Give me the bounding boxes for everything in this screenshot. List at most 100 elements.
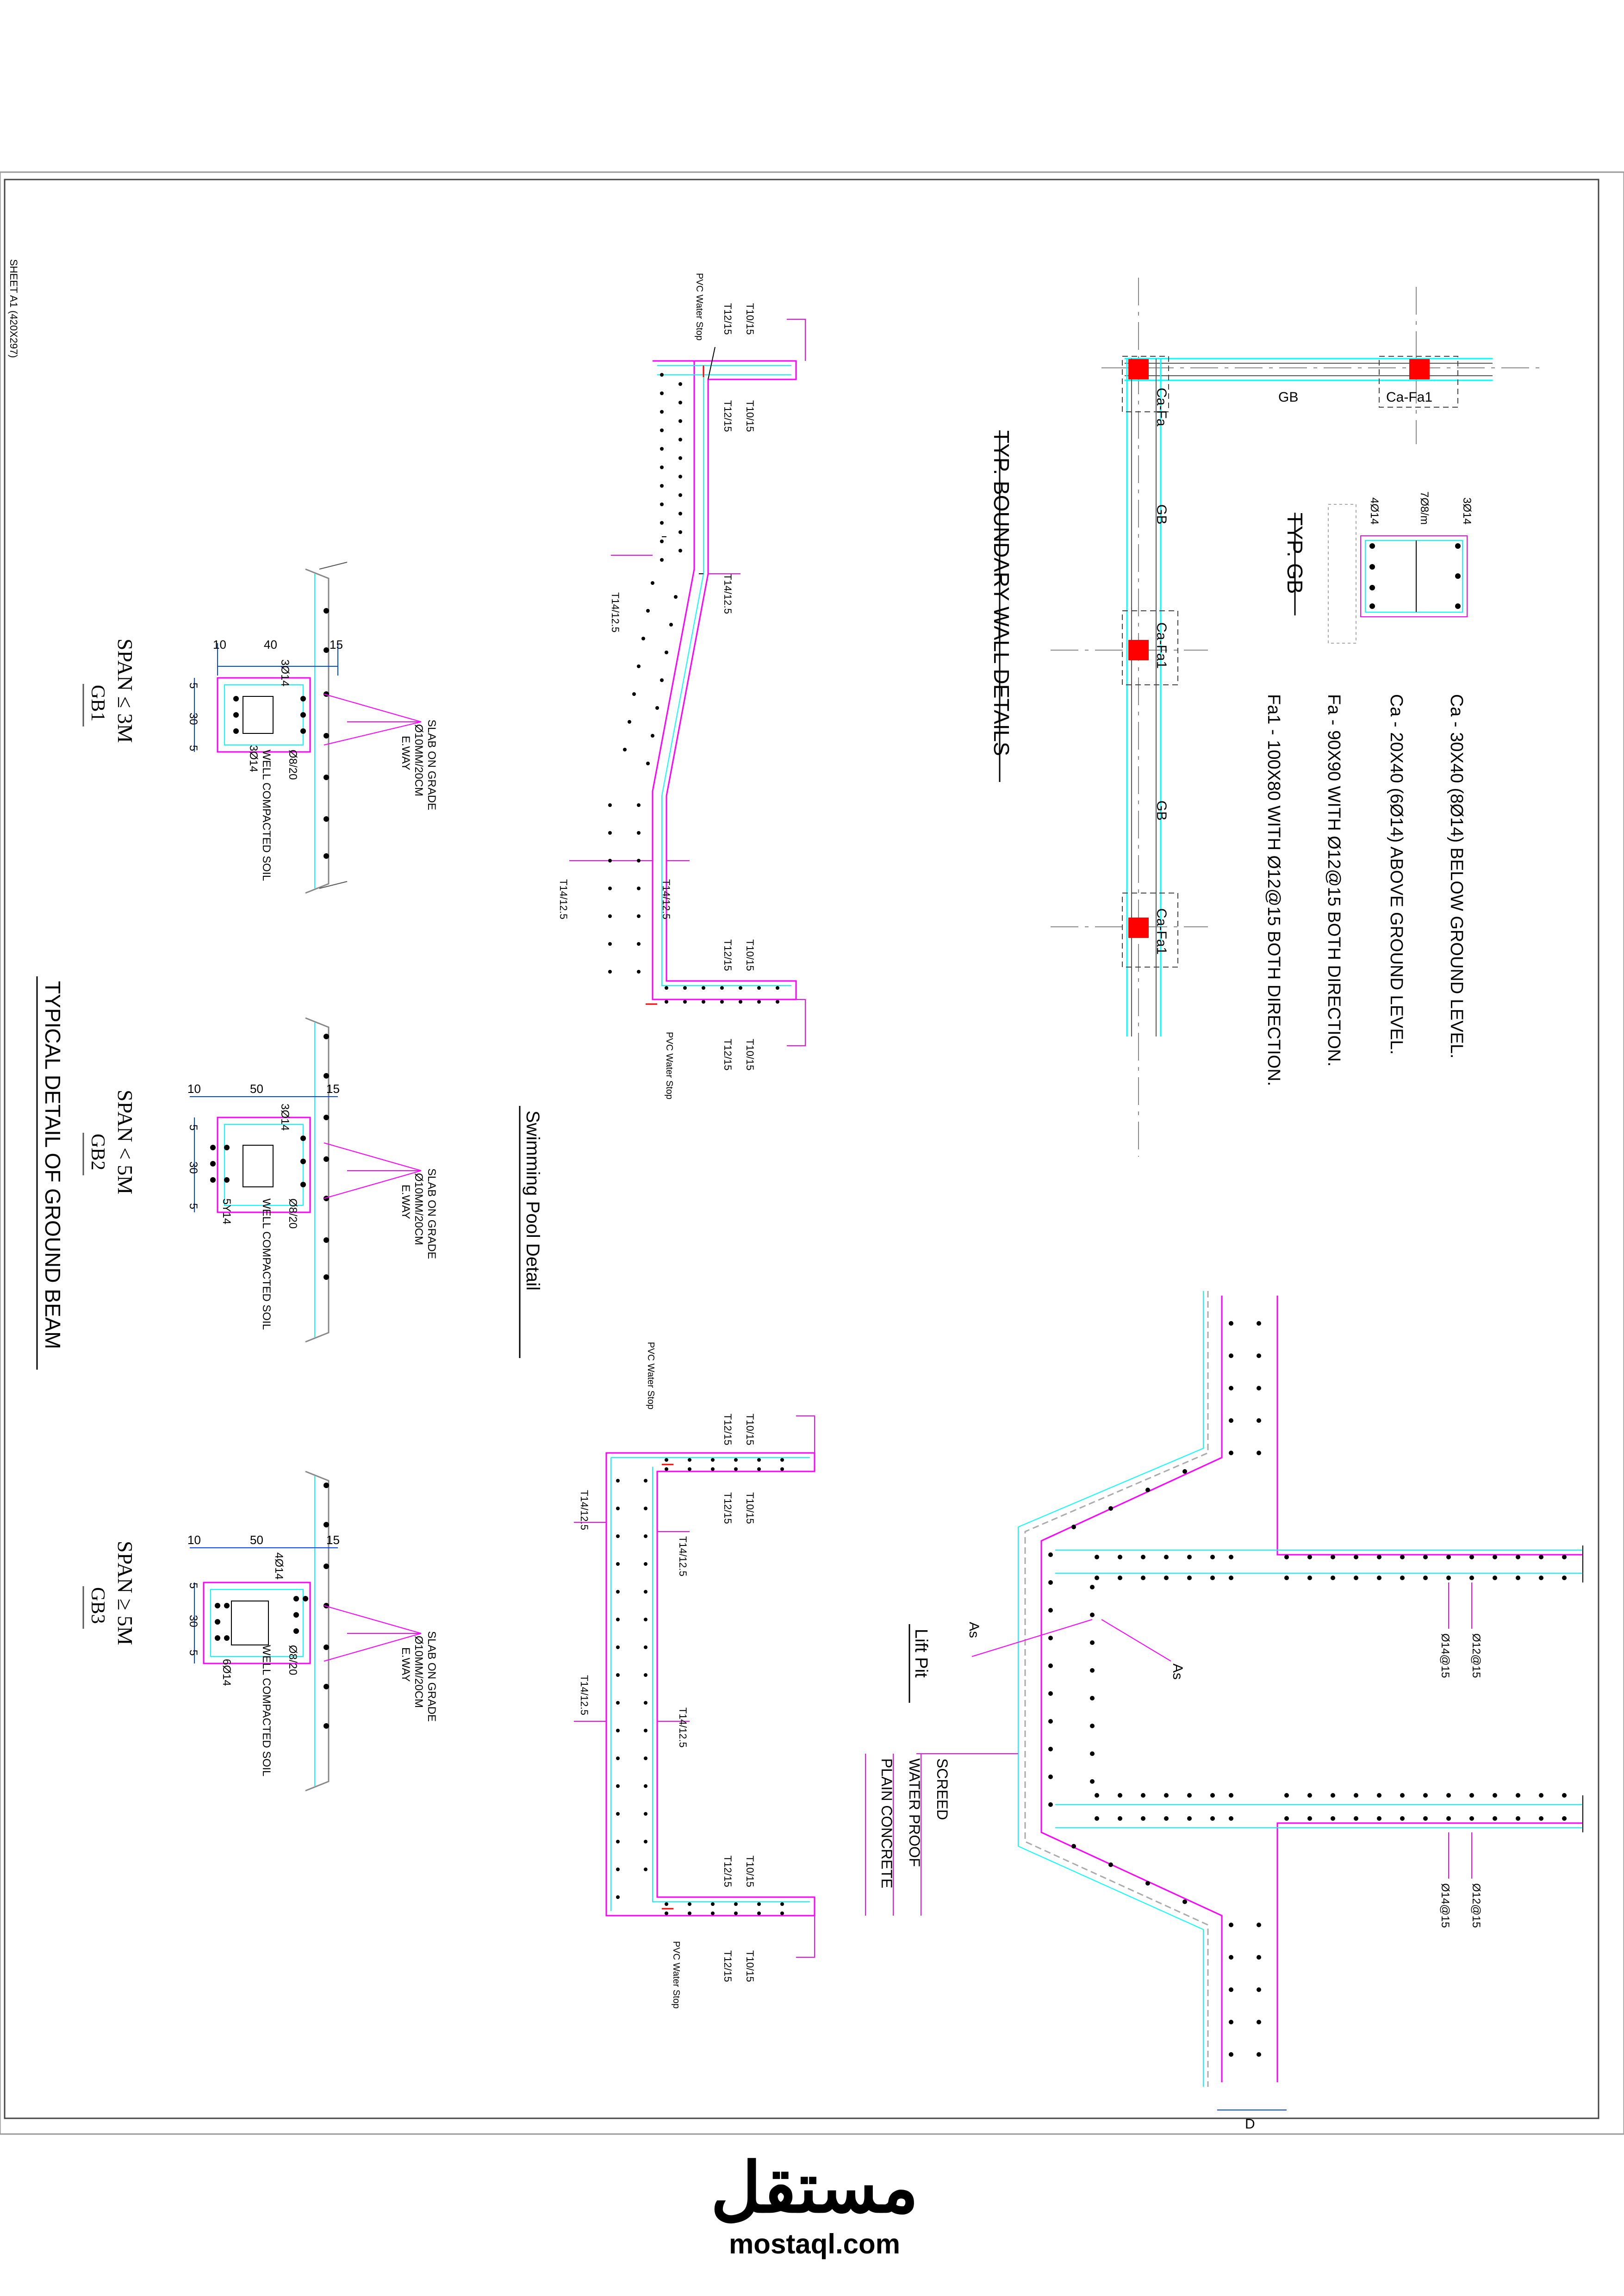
gb3-dim-15: 15 [326,1533,340,1547]
gb2-section [190,1017,422,1343]
bar-t12-label: T12/15 [722,1039,734,1071]
gb1-name: GB1 [87,685,108,721]
gb2-top-bars: 3Ø14 [279,1104,291,1131]
bar-t10-label: T10/15 [744,1950,756,1982]
d-dimension-label: D [1245,2116,1255,2132]
note-fa1: Fa1 - 100X80 WITH Ø12@15 BOTH DIRECTION. [1264,694,1283,1086]
gb3-name: GB3 [87,1587,108,1624]
bar-12-label: Ø12@15 [1470,1633,1482,1678]
bar-12-label: Ø12@15 [1470,1883,1482,1928]
label-ca-fa1: Ca-Fa1 [1154,622,1169,669]
gb1-top-bars: 3Ø14 [279,659,291,687]
gb1-dim-30: 30 [187,713,199,725]
bar-t12-label: T12/15 [722,1414,734,1446]
bar-t14-label: T14/12.5 [677,1707,689,1748]
label-ca-fa1: Ca-Fa1 [1386,390,1432,405]
label-ca-fa: Ca-Fa [1154,388,1169,427]
gb3-dim-30: 30 [187,1615,199,1627]
gb-top-bars: 3Ø14 [1461,497,1473,525]
pvc-water-stop-label: PVC Water Stop [671,1941,681,2009]
bar-t14-label: T14/12.5 [579,1490,590,1530]
bar-t12-label: T12/15 [722,1492,734,1524]
gb2-dim-15: 15 [326,1082,340,1096]
slab-label: SLAB ON GRADE [425,1631,438,1722]
gb1-section [194,562,422,894]
slab-rebar-label: Ø10MM/20CM [412,1173,425,1245]
outer-border [0,171,1624,2135]
watermark-arabic: مستقل [711,2149,919,2227]
boundary-wall-plan [1051,278,1541,1157]
gb3-span: SPAN ≥ 5M [113,1541,137,1645]
gb3-top-bars: 4Ø14 [273,1552,285,1580]
column-marker [1128,359,1149,379]
bar-t10-label: T10/15 [744,303,756,335]
sheet-stamp: SHEET A1 (420X297) [8,259,19,358]
soil-label: WELL COMPACTED SOIL [260,1198,273,1330]
bar-14-label: Ø14@15 [1439,1883,1451,1928]
bar-t14-label: T14/12.5 [610,592,621,633]
stirrup-label: Ø8/20 [286,1645,299,1675]
slab-rebar-label: Ø10MM/20CM [412,1636,425,1708]
gb-stirrup: 7Ø8/m [1418,491,1431,525]
gb3-width: 50 [250,1533,263,1547]
slab-way-label: E.WAY [399,1185,412,1219]
bar-14-label: Ø14@15 [1439,1633,1451,1678]
lift-pit-title: Lift Pit [911,1629,931,1678]
bar-t10-label: T10/15 [744,400,756,432]
inner-border [4,179,1599,2119]
gb2-bottom-bars: 5Y14 [220,1198,233,1224]
bar-t12-label: T12/15 [722,939,734,971]
bar-t14-label: T14/12.5 [677,1536,689,1576]
as-label: As [966,1622,982,1638]
gb3-dim-5: 5 [187,1650,199,1656]
pool-section-upper [569,319,806,1046]
bar-t14-label: T14/12.5 [579,1675,590,1715]
bar-t12-label: T12/15 [722,1855,734,1887]
gb3-dim-5: 5 [187,1582,199,1589]
bar-t10-label: T10/15 [744,1039,756,1071]
stirrup-label: Ø8/20 [286,750,299,780]
lift-pit-section [865,1291,1583,2110]
gb-bottom-bars: 4Ø14 [1368,497,1381,525]
gb3-section [190,1471,422,1792]
typ-gb-section [1328,504,1468,644]
note-fa: Fa - 90X90 WITH Ø12@15 BOTH DIRECTION. [1324,694,1344,1067]
bar-t12-label: T12/15 [722,1950,734,1982]
gb1-dim-5: 5 [187,683,199,689]
boundary-wall-title: TYP. BOUNDARY WALL DETAILS [989,430,1014,756]
slab-label: SLAB ON GRADE [425,1168,438,1259]
bar-t12-label: T12/15 [722,303,734,335]
soil-label: WELL COMPACTED SOIL [260,1645,273,1776]
slab-way-label: E.WAY [399,1647,412,1682]
pool-title: Swimming Pool Detail [523,1111,543,1291]
pvc-water-stop-label: PVC Water Stop [646,1342,656,1409]
gb2-dim-30: 30 [187,1161,199,1174]
bar-t12-label: T12/15 [722,400,734,432]
label-gb: GB [1154,504,1169,524]
column-marker [1128,918,1149,938]
pvc-water-stop-label: PVC Water Stop [664,1032,674,1099]
gb2-dim-5: 5 [187,1203,199,1209]
column-marker [1409,359,1430,379]
layer-plain-concrete: PLAIN CONCRETE [878,1758,895,1888]
watermark-latin: mostaql.com [729,2228,900,2259]
gb2-dim-5: 5 [187,1124,199,1130]
gb3-bottom-bars: 6Ø14 [220,1659,233,1686]
gb3-dim-10: 10 [187,1533,201,1547]
bar-t14-label: T14/12.5 [558,879,569,919]
layer-water-proof: WATER PROOF [906,1758,923,1867]
label-gb: GB [1154,800,1169,820]
label-gb: GB [1278,390,1298,405]
gb1-dim-5: 5 [187,745,199,751]
note-ca-above: Ca - 20X40 (6Ø14) ABOVE GROUND LEVEL. [1387,694,1406,1055]
gb1-bottom-bars: 3Ø14 [247,745,260,772]
column-marker [1128,640,1149,660]
layer-screed: SCREED [934,1758,951,1820]
stirrup-label: Ø8/20 [286,1198,299,1229]
ground-beam-details [190,562,422,1792]
bar-t10-label: T10/15 [744,1855,756,1887]
gb2-span: SPAN < 5M [113,1090,137,1194]
as-label: As [1170,1663,1185,1680]
slab-label: SLAB ON GRADE [425,720,438,810]
